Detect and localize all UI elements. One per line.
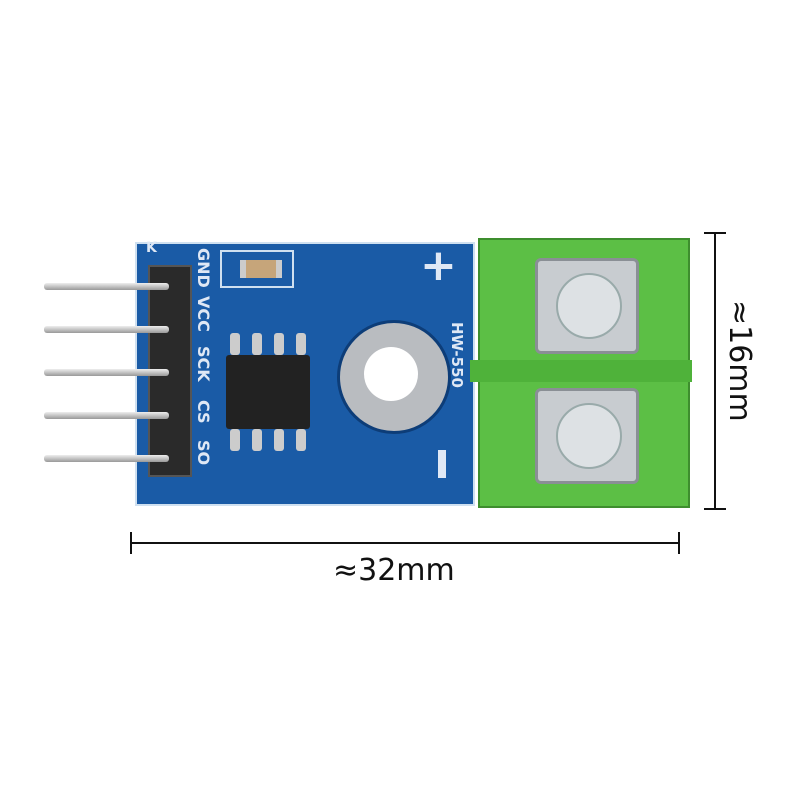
capacitor-outline bbox=[220, 250, 294, 288]
dimension-tick bbox=[704, 508, 726, 510]
height-label: ≈16mm bbox=[722, 300, 757, 422]
label-vcc: VCC bbox=[194, 296, 213, 332]
ic-leg bbox=[252, 333, 262, 355]
label-gnd: GND bbox=[194, 248, 213, 288]
mounting-hole bbox=[337, 320, 451, 434]
dimension-tick bbox=[704, 232, 726, 234]
ic-leg bbox=[230, 429, 240, 451]
ic-leg bbox=[252, 429, 262, 451]
ic-leg bbox=[274, 429, 284, 451]
minus-marking: - bbox=[438, 450, 446, 478]
pin-gnd bbox=[44, 283, 169, 290]
pin-vcc bbox=[44, 326, 169, 333]
height-dimension-line bbox=[714, 232, 716, 510]
ic-leg bbox=[296, 333, 306, 355]
corner-mark: K bbox=[146, 240, 157, 256]
ic-chip bbox=[226, 355, 310, 429]
pin-sck bbox=[44, 369, 169, 376]
screw-terminal-minus bbox=[535, 388, 639, 484]
label-cs: CS bbox=[194, 400, 213, 424]
dimension-tick bbox=[678, 532, 680, 554]
label-sck: SCK bbox=[194, 346, 213, 382]
pin-cs bbox=[44, 412, 169, 419]
dimension-tick bbox=[130, 532, 132, 554]
terminal-divider bbox=[470, 360, 692, 382]
label-so: SO bbox=[194, 440, 213, 466]
ic-leg bbox=[296, 429, 306, 451]
width-dimension-line bbox=[130, 542, 680, 544]
model-label: HW-550 bbox=[448, 322, 466, 388]
plus-marking: + bbox=[420, 240, 457, 291]
pin-so bbox=[44, 455, 169, 462]
capacitor bbox=[240, 260, 282, 278]
screw-terminal-plus bbox=[535, 258, 639, 354]
width-label: ≈32mm bbox=[333, 553, 455, 588]
ic-leg bbox=[230, 333, 240, 355]
ic-leg bbox=[274, 333, 284, 355]
